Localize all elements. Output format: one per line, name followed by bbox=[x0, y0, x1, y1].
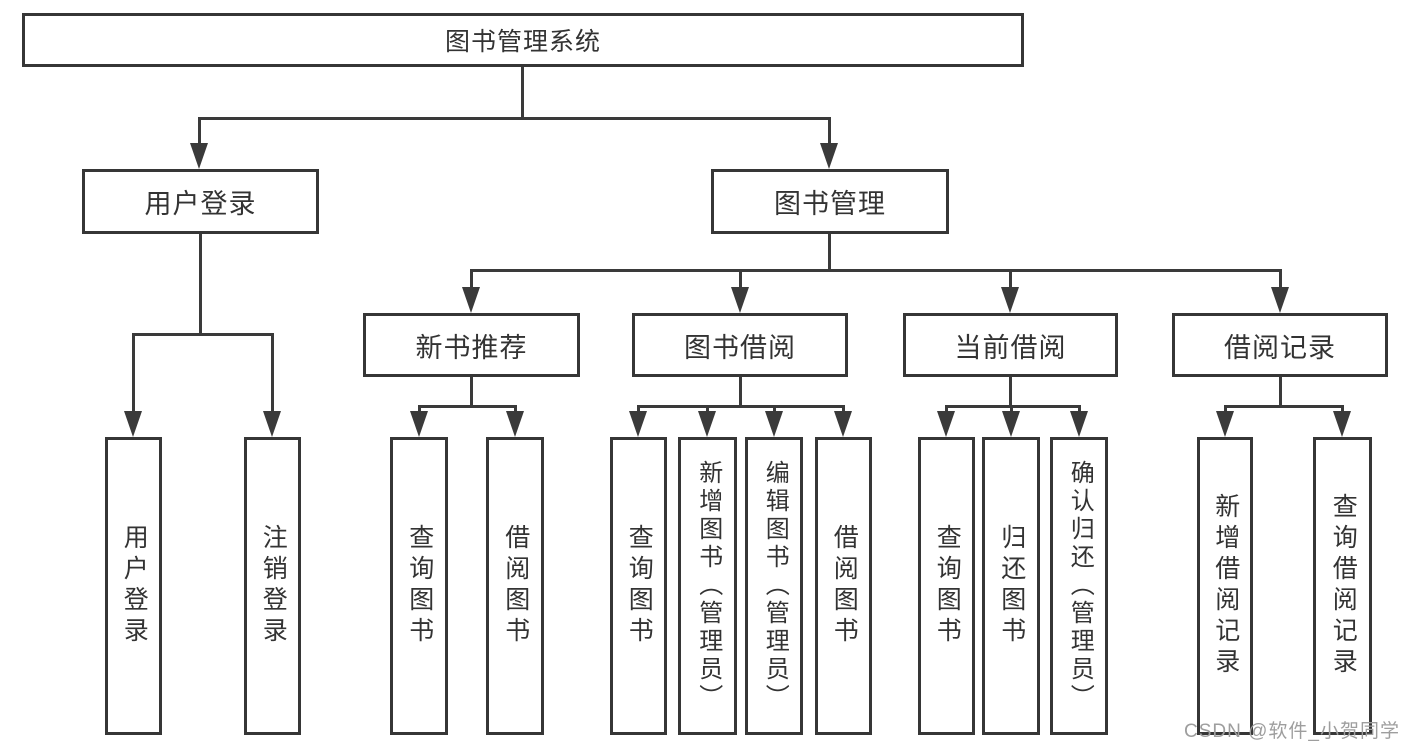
connector-hline bbox=[470, 269, 1282, 272]
arrowhead-down bbox=[1333, 411, 1351, 437]
connector-vline bbox=[739, 269, 742, 287]
arrowhead-down bbox=[765, 411, 783, 437]
connector-hline bbox=[132, 333, 274, 336]
connector-vline bbox=[470, 269, 473, 287]
leaf-user-login: 用户登录 bbox=[105, 437, 162, 735]
connector-vline bbox=[198, 117, 201, 144]
leaf-label: 查询图书 bbox=[625, 524, 654, 648]
leaf-query-books-current: 查询图书 bbox=[918, 437, 975, 735]
connector-vline bbox=[1279, 269, 1282, 287]
connector-vline bbox=[418, 405, 421, 411]
leaf-label: 归还图书 bbox=[997, 524, 1026, 648]
connector-vline bbox=[514, 405, 517, 411]
connector-vline bbox=[271, 333, 274, 411]
connector-vline bbox=[1341, 405, 1344, 411]
node-label: 借阅记录 bbox=[1224, 332, 1336, 363]
connector-hline bbox=[198, 117, 831, 120]
node-book-management: 图书管理 bbox=[711, 169, 949, 234]
connector-vline bbox=[470, 377, 473, 408]
connector-hline bbox=[637, 405, 845, 408]
arrowhead-down bbox=[124, 411, 142, 437]
leaf-label: 新增借阅记录 bbox=[1211, 493, 1240, 679]
arrowhead-down bbox=[410, 411, 428, 437]
node-label: 用户登录 bbox=[144, 189, 257, 219]
node-label: 当前借阅 bbox=[954, 332, 1067, 363]
leaf-add-borrow-record: 新增借阅记录 bbox=[1197, 437, 1253, 735]
connector-vline bbox=[1010, 405, 1013, 411]
node-label: 图书管理 bbox=[774, 189, 886, 219]
arrowhead-down bbox=[263, 411, 281, 437]
connector-vline bbox=[1279, 377, 1282, 408]
arrowhead-down bbox=[629, 411, 647, 437]
node-label: 图书管理系统 bbox=[444, 28, 601, 56]
node-current-borrowing: 当前借阅 bbox=[903, 313, 1118, 377]
arrowhead-down bbox=[1002, 411, 1020, 437]
node-label: 新书推荐 bbox=[415, 332, 528, 363]
leaf-borrow-books-borrowing: 借阅图书 bbox=[815, 437, 872, 735]
arrowhead-down bbox=[937, 411, 955, 437]
connector-vline bbox=[739, 377, 742, 408]
leaf-label: 确认归还（管理员） bbox=[1066, 460, 1094, 712]
leaf-label: 编辑图书（管理员） bbox=[761, 460, 789, 712]
node-user-login: 用户登录 bbox=[82, 169, 319, 234]
arrowhead-down bbox=[506, 411, 524, 437]
connector-vline bbox=[1078, 405, 1081, 411]
arrowhead-down bbox=[731, 287, 749, 313]
connector-hline bbox=[1224, 405, 1344, 408]
leaf-label: 注销登录 bbox=[259, 524, 288, 648]
node-borrowing-records: 借阅记录 bbox=[1172, 313, 1388, 377]
leaf-label: 查询图书 bbox=[405, 524, 434, 648]
leaf-query-books-borrowing: 查询图书 bbox=[610, 437, 667, 735]
arrowhead-down bbox=[820, 143, 838, 169]
watermark-csdn: CSDN @软件_小贺同学 bbox=[1184, 721, 1400, 742]
leaf-borrow-books-recommendation: 借阅图书 bbox=[486, 437, 544, 735]
arrowhead-down bbox=[1001, 287, 1019, 313]
connector-hline bbox=[945, 405, 1081, 408]
connector-vline bbox=[828, 117, 831, 144]
leaf-logout: 注销登录 bbox=[244, 437, 301, 735]
connector-vline bbox=[1224, 405, 1227, 411]
leaf-edit-books-admin: 编辑图书（管理员） bbox=[745, 437, 803, 735]
leaf-label: 借阅图书 bbox=[830, 524, 859, 648]
leaf-query-books-recommendation: 查询图书 bbox=[390, 437, 448, 735]
connector-hline bbox=[418, 405, 517, 408]
arrowhead-down bbox=[462, 287, 480, 313]
connector-vline bbox=[773, 405, 776, 411]
node-book-borrowing: 图书借阅 bbox=[632, 313, 848, 377]
node-new-book-recommendation: 新书推荐 bbox=[363, 313, 580, 377]
arrowhead-down bbox=[834, 411, 852, 437]
node-label: 图书借阅 bbox=[684, 332, 796, 363]
connector-vline bbox=[842, 405, 845, 411]
leaf-label: 借阅图书 bbox=[501, 524, 530, 648]
arrowhead-down bbox=[1216, 411, 1234, 437]
leaf-return-books: 归还图书 bbox=[982, 437, 1040, 735]
leaf-label: 新增图书（管理员） bbox=[694, 460, 722, 712]
leaf-add-books-admin: 新增图书（管理员） bbox=[678, 437, 737, 735]
connector-vline bbox=[706, 405, 709, 411]
leaf-confirm-return-admin: 确认归还（管理员） bbox=[1050, 437, 1108, 735]
connector-vline bbox=[132, 333, 135, 411]
connector-vline bbox=[1009, 269, 1012, 287]
arrowhead-down bbox=[1070, 411, 1088, 437]
node-library-management-system: 图书管理系统 bbox=[22, 13, 1024, 67]
connector-vline bbox=[945, 405, 948, 411]
connector-vline bbox=[521, 67, 524, 120]
arrowhead-down bbox=[698, 411, 716, 437]
leaf-query-borrow-record: 查询借阅记录 bbox=[1313, 437, 1372, 735]
connector-vline bbox=[637, 405, 640, 411]
leaf-label: 查询图书 bbox=[933, 524, 962, 648]
leaf-label: 用户登录 bbox=[120, 524, 149, 648]
leaf-label: 查询借阅记录 bbox=[1329, 493, 1358, 679]
connector-vline bbox=[828, 234, 831, 272]
connector-vline bbox=[1009, 377, 1012, 408]
connector-vline bbox=[199, 234, 202, 336]
arrowhead-down bbox=[1271, 287, 1289, 313]
arrowhead-down bbox=[190, 143, 208, 169]
